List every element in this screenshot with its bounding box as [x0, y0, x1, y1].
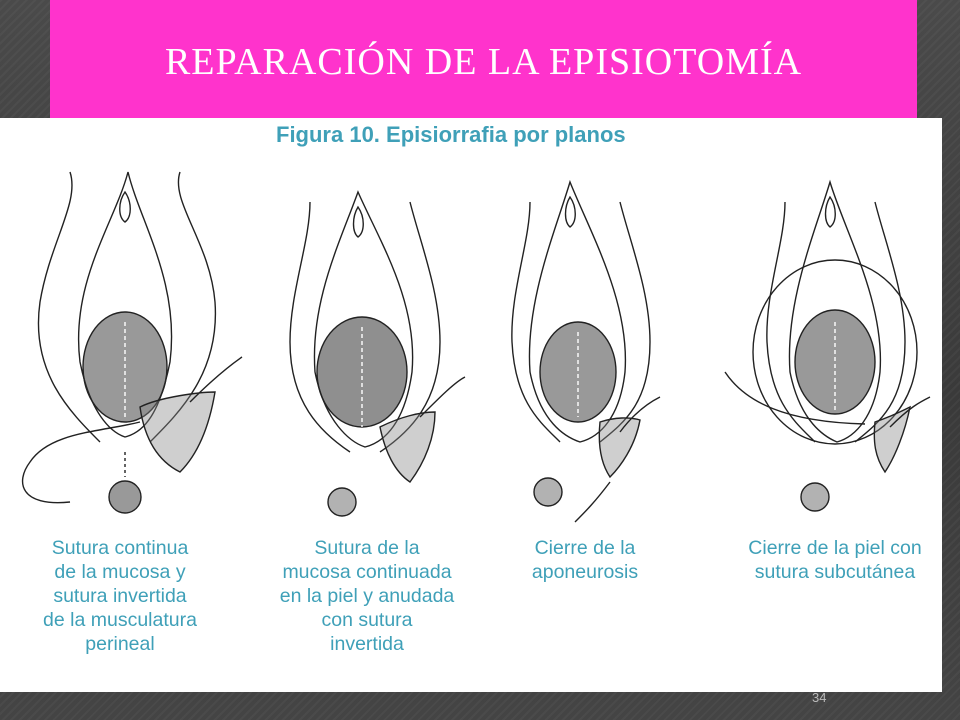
step-1-label: Sutura continua de la mucosa y sutura in… [43, 537, 197, 655]
suture-step-2-illustration [289, 190, 466, 517]
title-banner: REPARACIÓN DE LA EPISIOTOMÍA [50, 0, 917, 120]
slide-title: REPARACIÓN DE LA EPISIOTOMÍA [164, 41, 803, 83]
step-3-label: Cierre de la aponeurosis [531, 537, 639, 583]
step-4-label: Cierre de la piel con sutura subcutánea [748, 537, 922, 583]
page-number: 34 [812, 690, 827, 705]
suture-step-1-illustration [21, 171, 243, 514]
figure-caption: Figura 10. Episiorrafia por planos [276, 122, 626, 147]
suture-step-3-illustration [511, 179, 661, 523]
illustrations-row [0, 162, 942, 532]
step-2-label: Sutura de la mucosa continuada en la pie… [279, 537, 455, 655]
figure-panel: Figura 10. Episiorrafia por planos [0, 118, 942, 692]
suture-step-4-illustration [724, 179, 931, 512]
